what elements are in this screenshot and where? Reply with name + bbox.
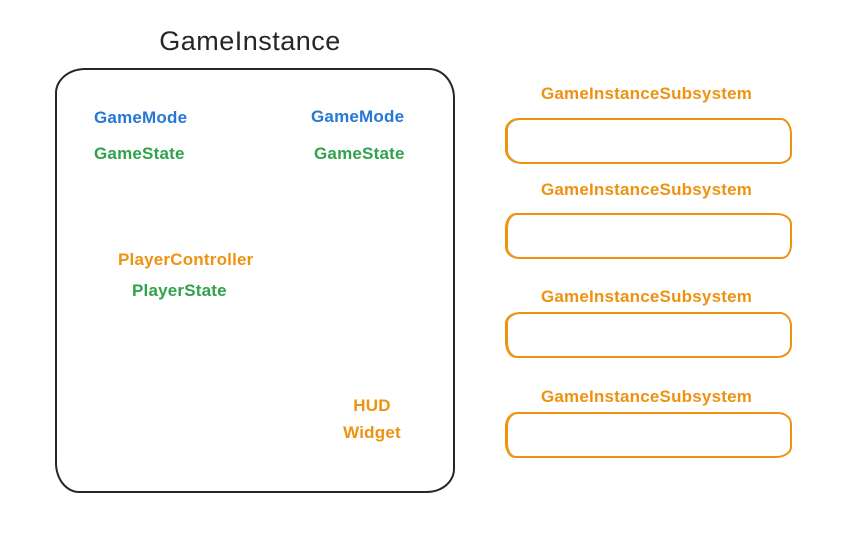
game-mode-label-left: GameMode <box>94 108 188 127</box>
game-instance-box: GameMode GameState GameMode GameState Pl… <box>55 68 455 493</box>
player-state-label: PlayerState <box>132 281 227 300</box>
subsystem-label-4: GameInstanceSubsystem <box>540 387 753 406</box>
subsystem-box-4 <box>505 412 792 458</box>
subsystem-box-2 <box>505 213 792 259</box>
subsystem-box-3 <box>505 312 792 358</box>
player-controller-label: PlayerController <box>118 250 254 269</box>
game-state-label-right: GameState <box>314 144 405 163</box>
game-state-label-left: GameState <box>94 144 185 163</box>
game-instance-title: GameInstance <box>159 26 341 56</box>
subsystem-label-3: GameInstanceSubsystem <box>540 287 753 306</box>
subsystem-label-2: GameInstanceSubsystem <box>540 180 753 199</box>
hud-widget-block: HUD Widget <box>292 392 452 446</box>
widget-label: Widget <box>343 423 401 442</box>
subsystem-label-1: GameInstanceSubsystem <box>540 84 753 103</box>
subsystem-box-1 <box>505 118 792 164</box>
hud-label: HUD <box>353 396 391 415</box>
game-mode-label-right: GameMode <box>311 107 405 126</box>
